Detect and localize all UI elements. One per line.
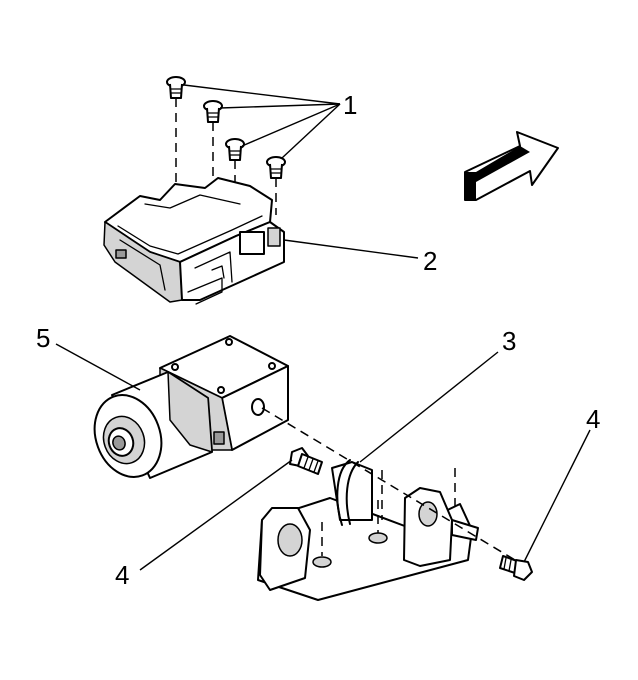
callout-2: 2	[423, 246, 437, 276]
front-direction-arrow-icon	[464, 131, 559, 201]
bolt-icon	[499, 555, 533, 581]
mounting-screws	[166, 76, 286, 240]
screw-icon	[225, 138, 245, 161]
callout-4-right: 4	[586, 404, 600, 434]
mounting-bracket	[257, 459, 479, 601]
callout-3: 3	[502, 326, 516, 356]
leader-lines	[55, 84, 591, 571]
screw-icon	[266, 156, 286, 179]
control-module	[103, 177, 285, 305]
callout-4-left: 4	[115, 560, 129, 590]
screw-icon	[166, 76, 186, 99]
pump-motor-assembly	[93, 335, 289, 479]
bolt-icon	[289, 447, 323, 475]
callout-1: 1	[343, 90, 357, 120]
screw-icon	[203, 100, 223, 123]
callout-5: 5	[36, 323, 50, 353]
